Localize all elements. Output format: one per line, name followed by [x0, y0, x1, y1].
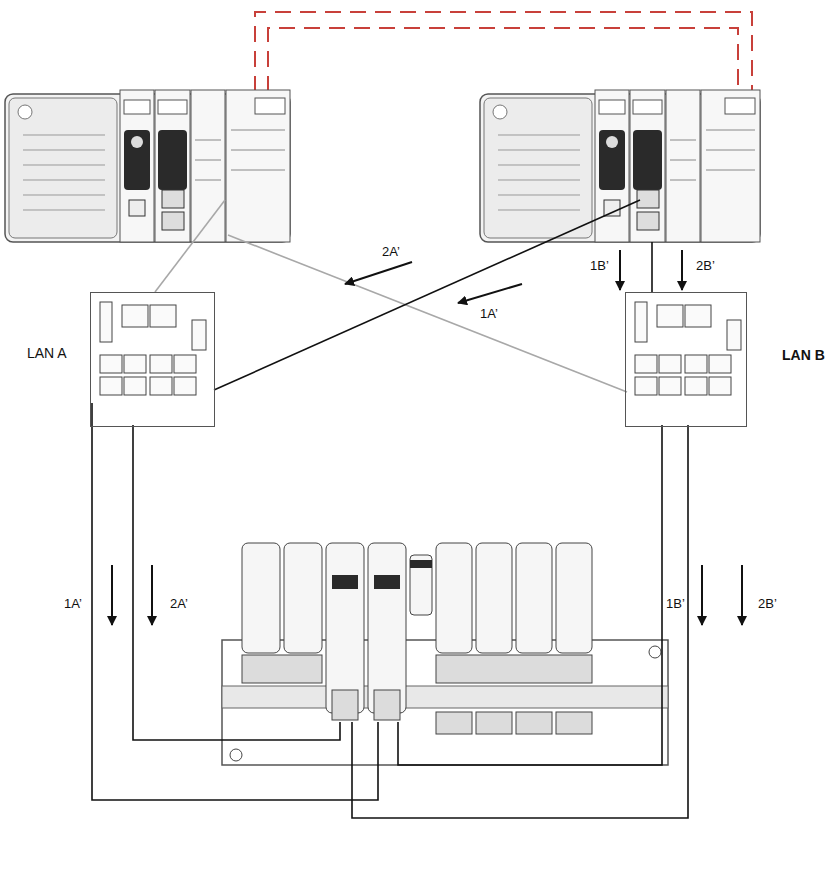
lan-label: LAN A [27, 345, 67, 361]
traffic-label: 1A’ [62, 596, 84, 611]
network-switch: LAN A [90, 292, 215, 427]
controller-chassis [5, 90, 290, 242]
traffic-label: 2B’ [756, 596, 779, 611]
traffic-label: 1B’ [588, 258, 611, 273]
traffic-label: 1A’ [478, 306, 500, 321]
switch-ports [100, 302, 741, 395]
traffic-label: 2B’ [694, 258, 717, 273]
redundancy-fiber [255, 12, 752, 92]
traffic-label: 2A’ [380, 244, 402, 259]
io-rack [222, 543, 668, 765]
traffic-label: 2A’ [168, 596, 190, 611]
traffic-label: 1B’ [664, 596, 687, 611]
traffic-arrow [112, 250, 742, 625]
lan-label: LAN B [782, 347, 825, 363]
controller-chassis [480, 90, 760, 242]
network-switch: LAN B [625, 292, 747, 427]
